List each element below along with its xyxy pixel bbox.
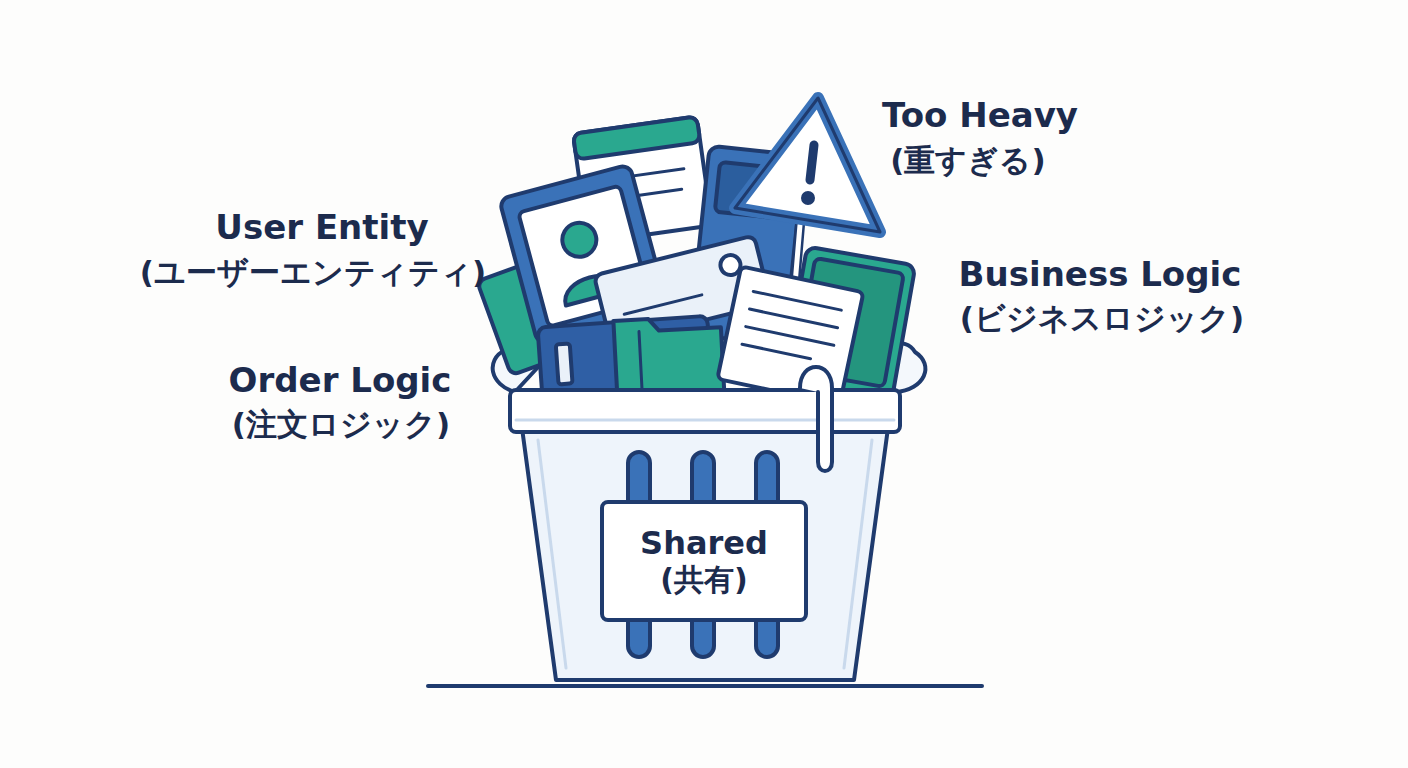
document-page [717,266,863,404]
basket-tag: Shared(共有) [600,500,808,622]
callout-label: Business Logic [959,256,1242,293]
green-folder [613,315,724,397]
ground-line [428,684,982,688]
callout-label: User Entity [215,209,428,246]
callout-translation: (重すぎる) [890,143,1045,177]
callout-translation: (注文ロジック) [232,407,450,441]
basket-slot [628,452,778,657]
callout-translation: (ユーザーエンティティ) [140,255,486,289]
basket-handle [800,367,832,471]
callout-translation: (ビジネスロジック) [960,301,1244,335]
callout-label: Order Logic [229,362,452,399]
callout-label: Too Heavy [882,97,1078,134]
tag-translation: (共有) [660,562,747,598]
basket-rim [510,390,900,432]
tag-title: Shared [640,524,768,562]
